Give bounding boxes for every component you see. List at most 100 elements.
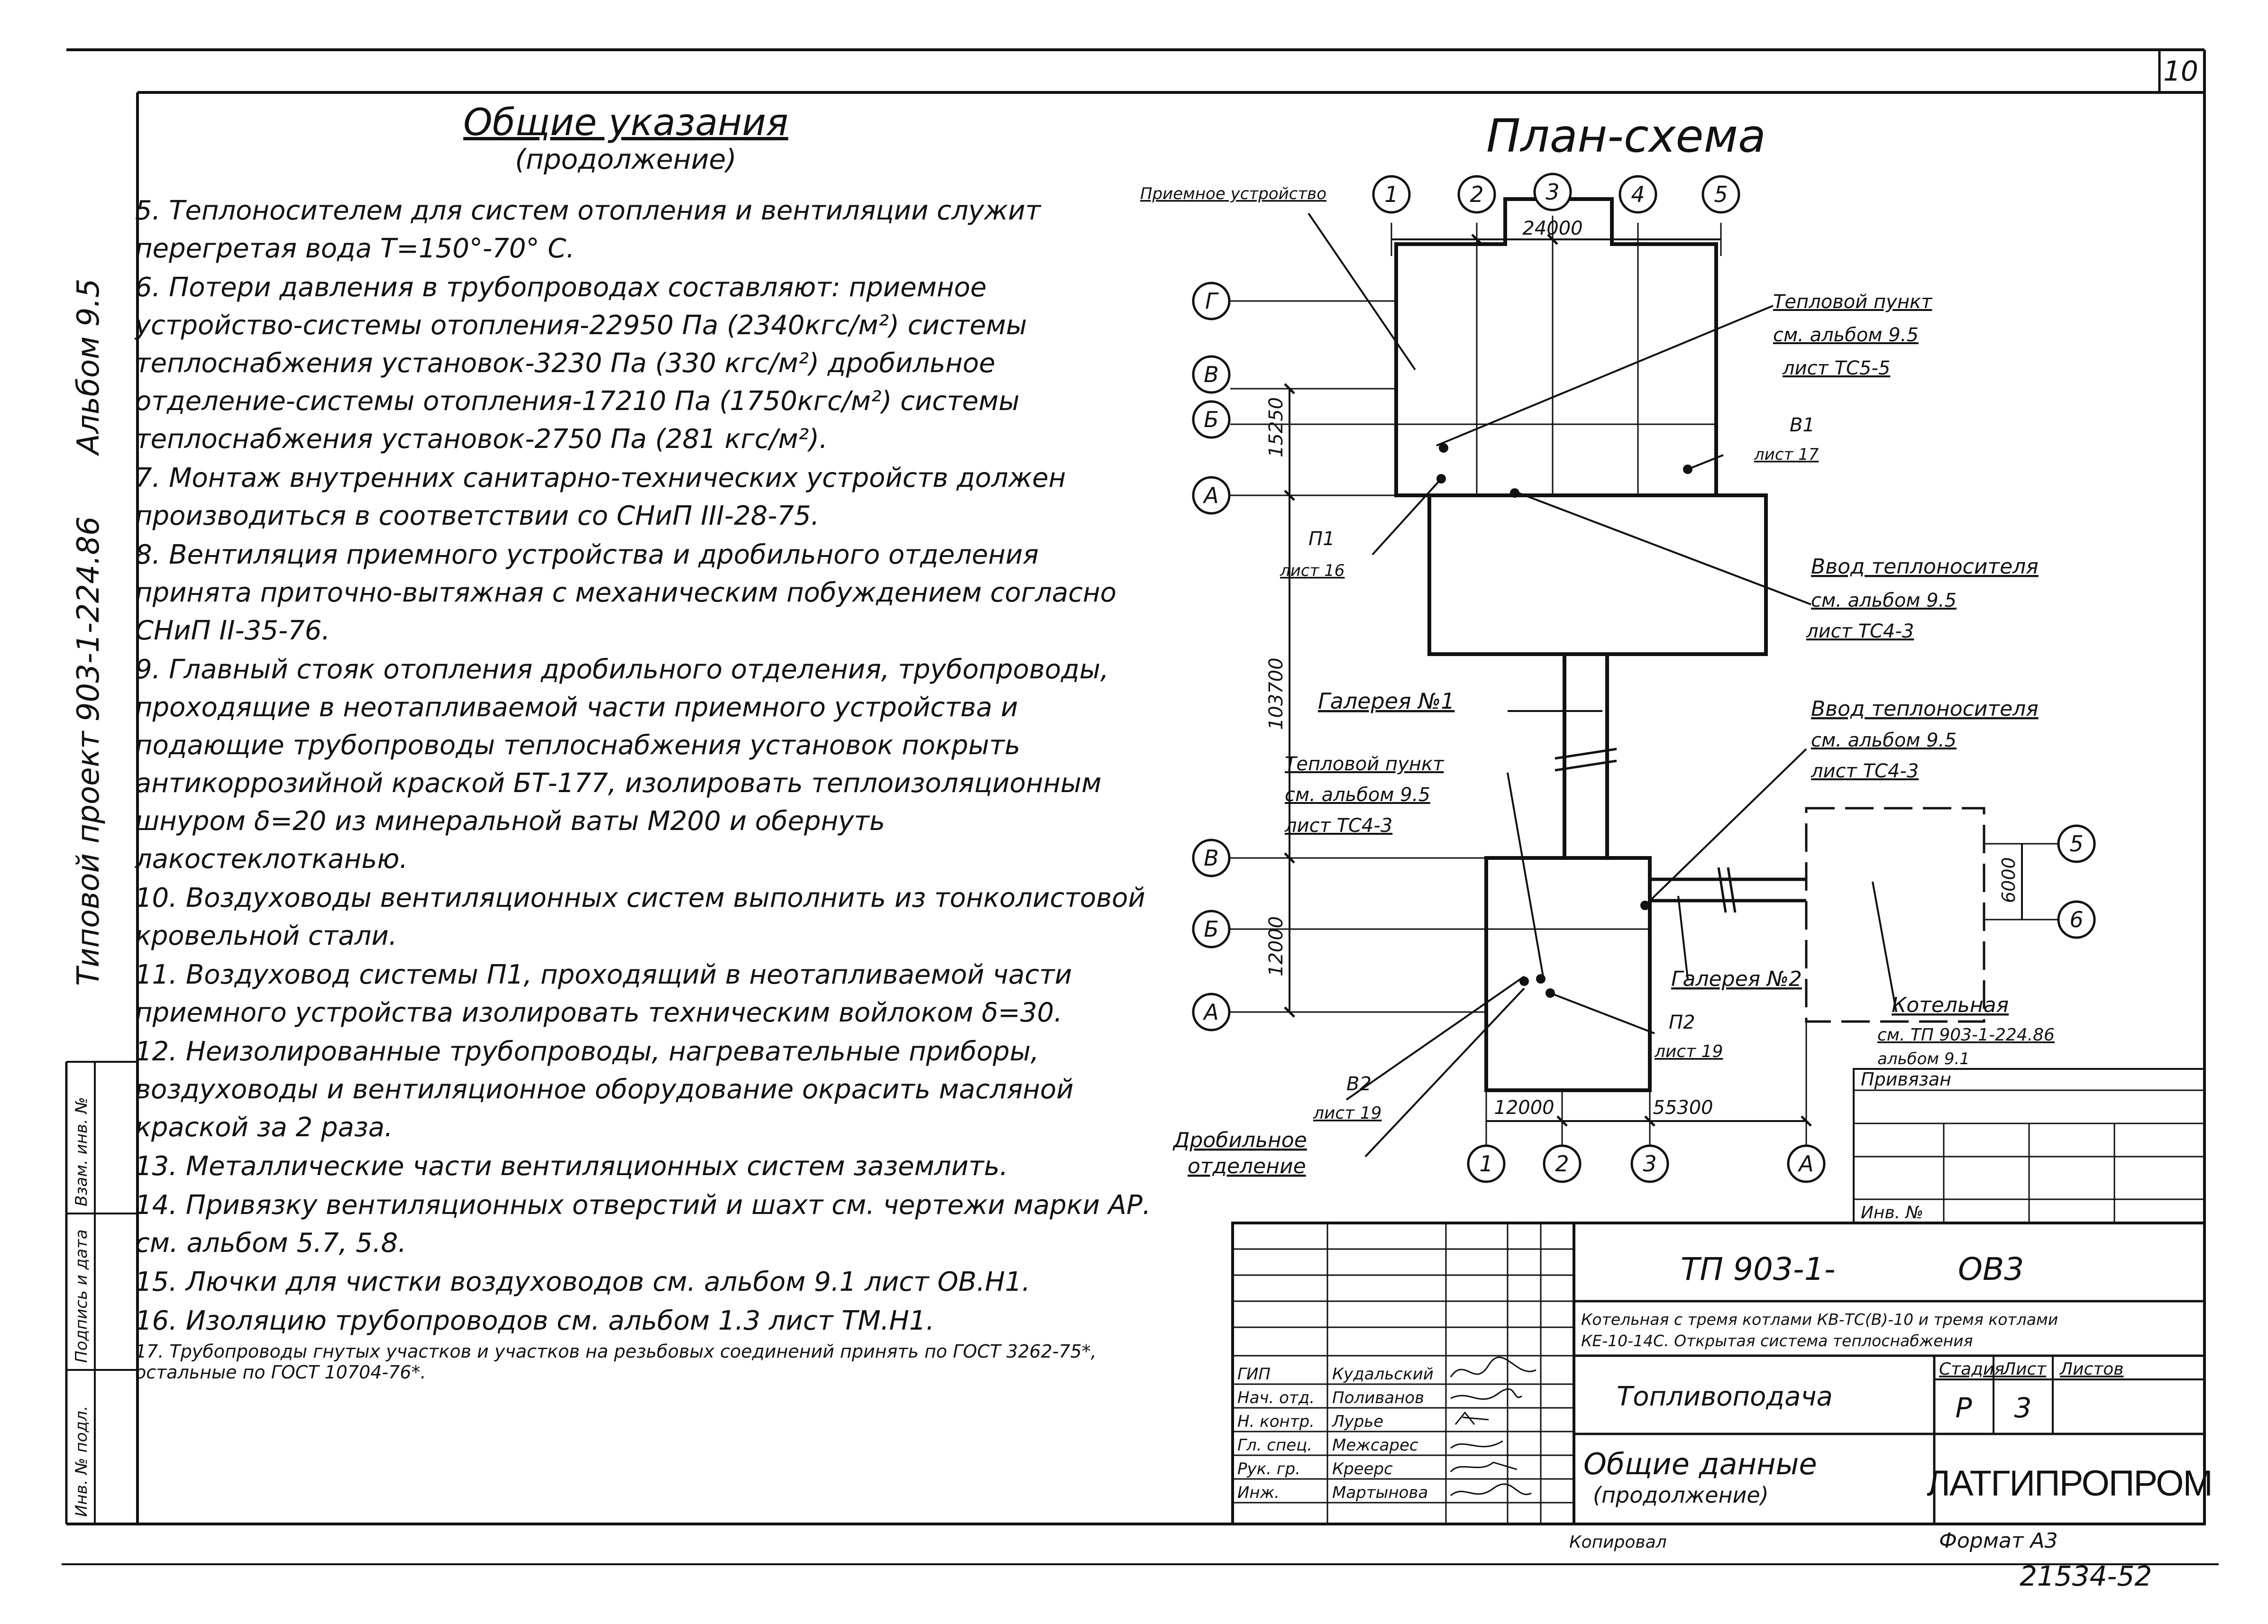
note-6: 6. Потери давления в трубопроводах соста… bbox=[135, 272, 1027, 455]
title-description-1: Котельная с тремя котлами КВ-ТС(В)-10 и … bbox=[1581, 1310, 2058, 1329]
plan-title: План-схема bbox=[1486, 109, 1766, 163]
note-14: 14. Привязку вентиляционных отверстий и … bbox=[135, 1190, 1151, 1259]
sig-role-4: Гл. спец. bbox=[1237, 1436, 1312, 1455]
general-notes: 5. Теплоносителем для систем отопления и… bbox=[135, 192, 1154, 1384]
sheet-frame bbox=[62, 48, 2219, 1565]
note-5: 5. Теплоносителем для систем отопления и… bbox=[135, 195, 1041, 264]
label-vvod-upper-1: Ввод теплоносителя bbox=[1811, 555, 2039, 579]
leader-lines bbox=[1308, 212, 1897, 1158]
label-tp-upper-3: лист ТС5-5 bbox=[1782, 357, 1890, 379]
note-8: 8. Вентиляция приемного устройства и дро… bbox=[135, 539, 1116, 646]
dim-left-middle: 103700 bbox=[1265, 657, 1287, 730]
side-title-project: Типовой проект 903-1-224.86 bbox=[71, 516, 106, 986]
axis-left-a-lower: А bbox=[1202, 999, 1218, 1025]
axis-right-6: 6 bbox=[2069, 907, 2083, 932]
sheet-number: 10 bbox=[2163, 55, 2198, 87]
note-17: 17. Трубопроводы гнутых участков и участ… bbox=[135, 1341, 1097, 1383]
axis-top-5: 5 bbox=[1714, 182, 1728, 207]
label-p2-1: П2 bbox=[1669, 1012, 1695, 1033]
notes-subtitle: (продолжение) bbox=[515, 143, 737, 175]
stamp-vzam: Взам. инв. № bbox=[72, 1097, 91, 1206]
footer-number: 21534-52 bbox=[2020, 1560, 2152, 1592]
label-p1-1: П1 bbox=[1308, 528, 1335, 550]
label-kotelnaya-2: см. ТП 903-1-224.86 bbox=[1877, 1025, 2055, 1045]
axis-top-1: 1 bbox=[1384, 182, 1398, 207]
sig-name-5: Креерс bbox=[1332, 1460, 1393, 1478]
dim-left-upper: 15250 bbox=[1265, 397, 1287, 457]
signature-scribbles bbox=[1450, 1357, 1536, 1496]
label-v1-1: В1 bbox=[1790, 414, 1815, 436]
note-12: 12. Неизолированные трубопроводы, нагрев… bbox=[135, 1036, 1074, 1143]
header-stage: Стадия bbox=[1939, 1359, 2004, 1379]
label-p2-2: лист 19 bbox=[1654, 1042, 1723, 1061]
axis-left-g: Г bbox=[1205, 288, 1219, 314]
side-title: Типовой проект 903-1-224.86 Альбом 9.5 bbox=[71, 85, 123, 986]
note-9: 9. Главный стояк отопления дробильного о… bbox=[135, 654, 1109, 875]
sig-name-6: Мартынова bbox=[1332, 1483, 1428, 1502]
label-tp-lower-2: см. альбом 9.5 bbox=[1285, 784, 1430, 806]
label-vvod-lower-1: Ввод теплоносителя bbox=[1811, 697, 2039, 721]
label-kotelnaya-1: Котельная bbox=[1892, 993, 2009, 1017]
footer-format: Формат А3 bbox=[1939, 1529, 2058, 1553]
header-sheets: Листов bbox=[2059, 1359, 2123, 1379]
axis-right-5: 5 bbox=[2069, 831, 2083, 857]
note-13: 13. Металлические части вентиляционных с… bbox=[135, 1151, 1008, 1182]
axis-bottom-1: 1 bbox=[1479, 1151, 1493, 1177]
note-11: 11. Воздуховод системы П1, проходящий в … bbox=[135, 959, 1072, 1028]
note-16: 16. Изоляцию трубопроводов см. альбом 1.… bbox=[135, 1305, 935, 1336]
gallery-1 bbox=[1555, 654, 1617, 858]
leader-dots bbox=[1436, 443, 1692, 998]
value-stage: Р bbox=[1956, 1392, 1972, 1424]
sig-role-3: Н. контр. bbox=[1237, 1412, 1315, 1431]
note-10: 10. Воздуховоды вентиляционных систем вы… bbox=[135, 883, 1145, 951]
side-title-album: Альбом 9.5 bbox=[71, 278, 106, 455]
title-block-grid bbox=[1231, 1222, 2206, 1525]
privyazan-inv: Инв. № bbox=[1861, 1203, 1923, 1223]
label-tp-lower-3: лист ТС4-3 bbox=[1284, 815, 1392, 837]
note-15: 15. Лючки для чистки воздуховодов см. ал… bbox=[135, 1267, 1031, 1297]
axis-left-b-upper: Б bbox=[1204, 407, 1219, 432]
value-sheet: 3 bbox=[2014, 1392, 2032, 1424]
sig-name-4: Межсарес bbox=[1332, 1436, 1418, 1455]
label-v2-2: лист 19 bbox=[1313, 1104, 1381, 1123]
label-vvod-lower-3: лист ТС4-3 bbox=[1811, 760, 1919, 782]
dim-right: 6000 bbox=[1998, 857, 2019, 903]
footer-copied: Копировал bbox=[1569, 1533, 1667, 1552]
sig-name-2: Поливанов bbox=[1332, 1388, 1424, 1407]
title-section: Топливоподача bbox=[1617, 1381, 1833, 1412]
privyazan-block bbox=[1853, 1068, 2205, 1224]
title-sheet-name-sub: (продолжение) bbox=[1593, 1482, 1769, 1508]
label-vvod-lower-2: см. альбом 9.5 bbox=[1811, 730, 1957, 751]
notes-title: Общие указания bbox=[463, 101, 788, 144]
label-priemnoe: Приемное устройство bbox=[1140, 184, 1326, 203]
axis-top-3: 3 bbox=[1546, 179, 1559, 205]
label-gallery-1: Галерея №1 bbox=[1318, 688, 1454, 714]
axis-left-v-upper: В bbox=[1204, 362, 1219, 387]
plan-dimension-lines bbox=[1284, 234, 2023, 1127]
axis-bubbles bbox=[1192, 173, 2096, 1183]
axis-bottom-2: 2 bbox=[1555, 1151, 1569, 1177]
label-drobilnoe-2: отделение bbox=[1188, 1154, 1306, 1178]
label-gallery-2: Галерея №2 bbox=[1671, 967, 1802, 991]
axis-left-a-upper: А bbox=[1202, 483, 1218, 508]
title-sheet-name: Общие данные bbox=[1583, 1447, 1817, 1481]
sig-role-5: Рук. гр. bbox=[1237, 1460, 1300, 1478]
gallery-2 bbox=[1650, 867, 1806, 913]
sig-name-3: Лурье bbox=[1331, 1412, 1383, 1431]
label-v1-2: лист 17 bbox=[1754, 445, 1819, 464]
title-code: ТП 903-1- bbox=[1681, 1251, 1836, 1287]
side-stamp bbox=[66, 1061, 137, 1524]
label-p1-2: лист 16 bbox=[1280, 561, 1344, 580]
dim-bottom-1: 12000 bbox=[1494, 1097, 1554, 1119]
sig-role-1: ГИП bbox=[1237, 1365, 1271, 1384]
sig-role-2: Нач. отд. bbox=[1237, 1388, 1315, 1407]
axis-top-4: 4 bbox=[1631, 182, 1645, 207]
label-tp-upper-2: см. альбом 9.5 bbox=[1773, 324, 1919, 346]
label-kotelnaya-3: альбом 9.1 bbox=[1877, 1049, 1970, 1068]
sig-name-1: Кудальский bbox=[1332, 1365, 1434, 1384]
label-tp-lower-1: Тепловой пункт bbox=[1285, 753, 1445, 775]
title-description-2: КЕ-10-14С. Открытая система теплоснабжен… bbox=[1581, 1332, 1973, 1350]
axis-left-v-lower: В bbox=[1204, 845, 1219, 871]
label-vvod-upper-2: см. альбом 9.5 bbox=[1811, 590, 1957, 611]
